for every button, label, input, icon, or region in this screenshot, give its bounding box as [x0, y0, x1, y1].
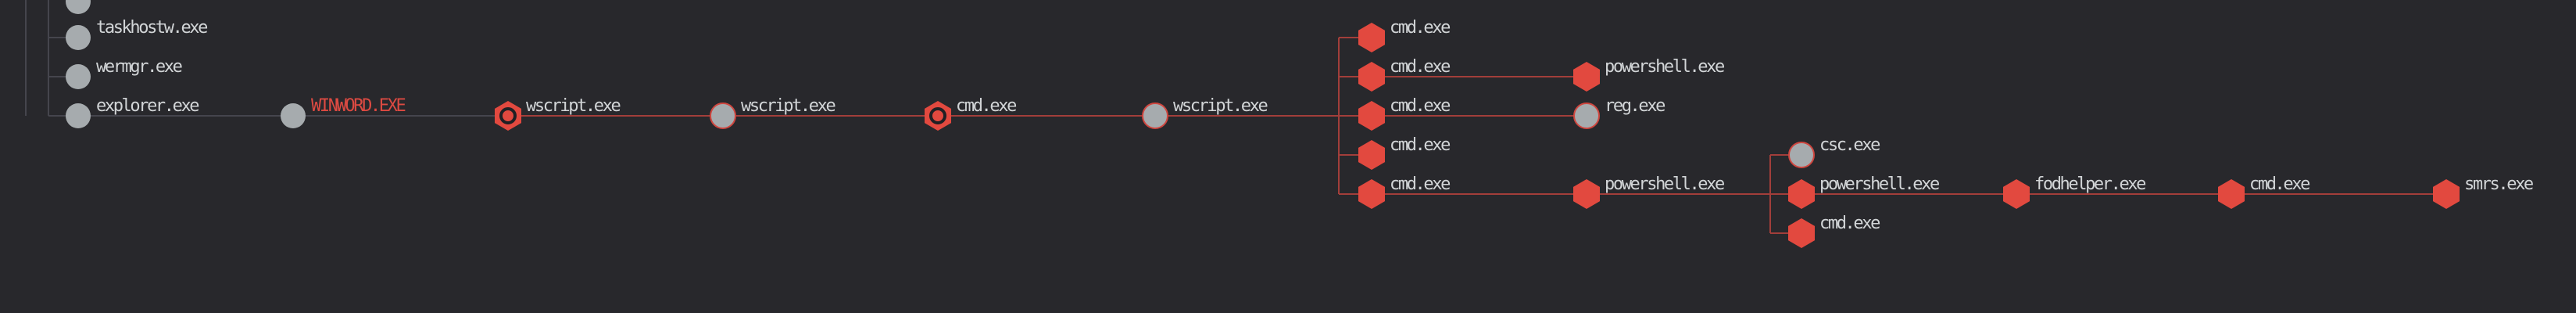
process-label-cmd-exe[interactable]: cmd.exe — [1390, 174, 1451, 194]
hexagon-process-node-powershell-exe[interactable] — [1788, 179, 1815, 209]
tree-edge — [1339, 76, 1587, 77]
tree-edge — [1339, 193, 2446, 195]
tree-edge — [1338, 38, 1340, 194]
process-label-cmd-exe[interactable]: cmd.exe — [1819, 214, 1880, 233]
tree-edge — [1339, 37, 1372, 38]
process-label-wscript-exe[interactable]: wscript.exe — [1173, 96, 1268, 116]
process-label-explorer-exe[interactable]: explorer.exe — [96, 96, 200, 116]
process-label-cmd-exe[interactable]: cmd.exe — [1390, 135, 1451, 155]
tree-edge — [1339, 154, 1372, 156]
process-label-cmd-exe[interactable]: cmd.exe — [2249, 174, 2310, 194]
process-label-smrs-exe[interactable]: smrs.exe — [2464, 174, 2534, 194]
hexagon-process-node-cmd-exe[interactable] — [925, 101, 951, 131]
circle-process-node-wscript-exe[interactable] — [1142, 103, 1168, 129]
tree-edge — [48, 115, 78, 117]
tree-edge — [1769, 155, 1771, 233]
hexagon-process-node-cmd-exe[interactable] — [1788, 218, 1815, 248]
process-label-wermgr-exe[interactable]: wermgr.exe — [96, 57, 183, 77]
process-label-cmd-exe[interactable]: cmd.exe — [1390, 96, 1451, 116]
hexagon-process-node-cmd-exe[interactable] — [2218, 179, 2245, 209]
circle-process-node-explorer-exe[interactable] — [66, 103, 91, 128]
tree-edge — [508, 115, 1587, 117]
circle-process-node-wscript-exe[interactable] — [710, 103, 736, 129]
process-label-winword-exe[interactable]: WINWORD.EXE — [311, 96, 406, 116]
hexagon-process-node-cmd-exe[interactable] — [1358, 62, 1385, 92]
process-label-reg-exe[interactable]: reg.exe — [1605, 96, 1665, 116]
tree-edge — [25, 0, 27, 116]
process-label-powershell-exe[interactable]: powershell.exe — [1605, 57, 1725, 77]
process-label-powershell-exe[interactable]: powershell.exe — [1605, 174, 1725, 194]
process-label-taskhostw-exe[interactable]: taskhostw.exe — [96, 18, 208, 38]
process-label-wscript-exe[interactable]: wscript.exe — [526, 96, 621, 116]
process-label-fodhelper-exe[interactable]: fodhelper.exe — [2034, 174, 2146, 194]
circle-process-node-reg-exe[interactable] — [1573, 103, 1600, 129]
target-ring-icon — [929, 107, 946, 124]
hexagon-process-node-cmd-exe[interactable] — [1358, 101, 1385, 131]
hexagon-process-node-wscript-exe[interactable] — [495, 101, 521, 131]
process-label-cmd-exe[interactable]: cmd.exe — [1390, 57, 1451, 77]
hexagon-process-node-fodhelper-exe[interactable] — [2003, 179, 2030, 209]
circle-process-node-wermgr-exe[interactable] — [66, 64, 91, 89]
hexagon-process-node-cmd-exe[interactable] — [1358, 140, 1385, 170]
tree-edge — [48, 0, 49, 116]
tree-edge — [48, 76, 78, 77]
process-label-wscript-exe[interactable]: wscript.exe — [741, 96, 836, 116]
hexagon-process-node-powershell-exe[interactable] — [1573, 179, 1600, 209]
circle-process-node-unknown[interactable] — [66, 0, 91, 14]
tree-edge — [1770, 154, 1801, 156]
process-label-cmd-exe[interactable]: cmd.exe — [956, 96, 1017, 116]
hexagon-process-node-cmd-exe[interactable] — [1358, 179, 1385, 209]
target-ring-icon — [499, 107, 517, 124]
circle-process-node-winword-exe[interactable] — [281, 103, 306, 128]
tree-edge — [48, 37, 78, 38]
hexagon-process-node-smrs-exe[interactable] — [2433, 179, 2460, 209]
process-label-csc-exe[interactable]: csc.exe — [1819, 135, 1880, 155]
hexagon-process-node-powershell-exe[interactable] — [1573, 62, 1600, 92]
circle-process-node-taskhostw-exe[interactable] — [66, 25, 91, 50]
hexagon-process-node-cmd-exe[interactable] — [1358, 23, 1385, 52]
tree-edge — [1770, 232, 1801, 234]
circle-process-node-csc-exe[interactable] — [1788, 142, 1815, 168]
process-label-powershell-exe[interactable]: powershell.exe — [1819, 174, 1940, 194]
process-label-cmd-exe[interactable]: cmd.exe — [1390, 18, 1451, 38]
